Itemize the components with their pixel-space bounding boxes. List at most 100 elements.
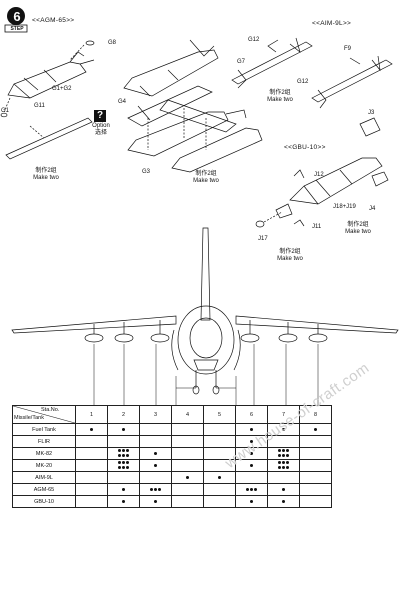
part-label-g1: G1 [1, 108, 10, 114]
part-label-j12: J12 [314, 172, 324, 178]
store-dot [250, 427, 253, 431]
make-two-en: Make two [33, 175, 59, 181]
part-label-g12-upper: G12 [248, 37, 260, 43]
table-row: FLIR [12, 435, 332, 448]
station-cell [171, 483, 204, 496]
part-label-g7: G7 [237, 59, 246, 65]
station-cell [235, 483, 268, 496]
station-cell [75, 435, 108, 448]
station-cell [75, 447, 108, 460]
store-dot [250, 487, 253, 491]
aircraft-front-view [11, 227, 399, 406]
store-dot [118, 449, 122, 453]
station-cell [235, 471, 268, 484]
station-cell [139, 435, 172, 448]
section-agm65-title: <<AGM-65>> [32, 17, 75, 24]
store-dot [154, 487, 157, 491]
station-header: 5 [203, 405, 236, 424]
store-dot [285, 461, 289, 465]
station-cell [107, 483, 140, 496]
option-label: Option 选择 [86, 123, 116, 137]
store-dot [250, 463, 253, 467]
agm65-rail-g11 [5, 117, 93, 160]
table-corner-diagonal [13, 406, 75, 423]
loadout-table: Sta.No. Missile/Tank 1 2 3 4 5 6 7 8 Fue… [12, 405, 332, 508]
table-row: AGM-65 [12, 483, 332, 496]
station-cell [171, 447, 204, 460]
store-label: AIM-9L [12, 471, 76, 484]
station-cell [171, 423, 204, 436]
step-number: 6 [13, 9, 21, 24]
step-badge: 6 STEP [4, 5, 28, 33]
option-label-cn: 选择 [94, 130, 107, 136]
station-header: 2 [107, 405, 140, 424]
store-dot [278, 465, 282, 469]
table-corner: Sta.No. Missile/Tank [13, 406, 75, 423]
store-dot [125, 449, 129, 453]
aim9l-missiles [231, 37, 393, 109]
store-dot [125, 453, 129, 457]
store-dot [150, 487, 154, 491]
make-two-en: Make two [277, 256, 303, 262]
table-corner-station-label: Sta.No. [41, 407, 60, 413]
store-label: FLIR [12, 435, 76, 448]
store-dot [282, 487, 285, 491]
store-dot [250, 499, 253, 503]
make-two-cn: 制作2组 [279, 249, 301, 255]
station-cell [107, 459, 140, 472]
station-cell [267, 459, 300, 472]
station-cell [299, 471, 332, 484]
make-two-cn: 制作2组 [35, 168, 57, 174]
store-dot [122, 465, 125, 469]
store-dot [186, 475, 189, 479]
station-cell [139, 471, 172, 484]
store-dot [282, 449, 285, 453]
store-dot [282, 453, 285, 457]
assembly-drawings [0, 37, 393, 228]
station-cell [171, 435, 204, 448]
section-aim9l-title: <<AIM-9L>> [312, 20, 352, 27]
station-cell [171, 471, 204, 484]
store-dot [314, 427, 317, 431]
make-two-en: Make two [345, 229, 371, 235]
station-cell [139, 423, 172, 436]
make-two-cn: 制作2组 [269, 90, 291, 96]
station-cell [75, 495, 108, 508]
station-cell [107, 423, 140, 436]
make-two-note-agm65: 制作2组 Make two [26, 168, 66, 182]
agm65-missile-left [0, 40, 95, 118]
store-dot [122, 449, 125, 453]
make-two-note-launcher: 制作2组 Make two [186, 171, 226, 185]
store-dot [154, 499, 157, 503]
station-cell [203, 483, 236, 496]
make-two-en: Make two [193, 178, 219, 184]
store-dot [278, 449, 282, 453]
store-dot [154, 451, 157, 455]
store-dot [122, 427, 125, 431]
store-dot [285, 465, 289, 469]
station-cell [139, 459, 172, 472]
store-dot [122, 453, 125, 457]
station-cell [299, 435, 332, 448]
station-cell [299, 447, 332, 460]
store-dot [278, 453, 282, 457]
station-cell [267, 495, 300, 508]
store-dot [157, 487, 161, 491]
store-dot [250, 439, 253, 443]
part-label-f9: F9 [344, 46, 352, 52]
station-cell [139, 447, 172, 460]
station-cell [299, 495, 332, 508]
station-cell [267, 447, 300, 460]
make-two-cn: 制作2组 [347, 222, 369, 228]
make-two-en: Make two [267, 97, 293, 103]
table-corner-store-label: Missile/Tank [14, 415, 44, 421]
store-dot [218, 475, 221, 479]
store-dot [122, 487, 125, 491]
store-dot [125, 461, 129, 465]
part-label-j18-j19: J18+J19 [333, 204, 356, 210]
store-label: GBU-10 [12, 495, 76, 508]
store-label: AGM-65 [12, 483, 76, 496]
step-badge-shape [4, 7, 28, 33]
station-cell [107, 495, 140, 508]
station-header: 6 [235, 405, 268, 424]
